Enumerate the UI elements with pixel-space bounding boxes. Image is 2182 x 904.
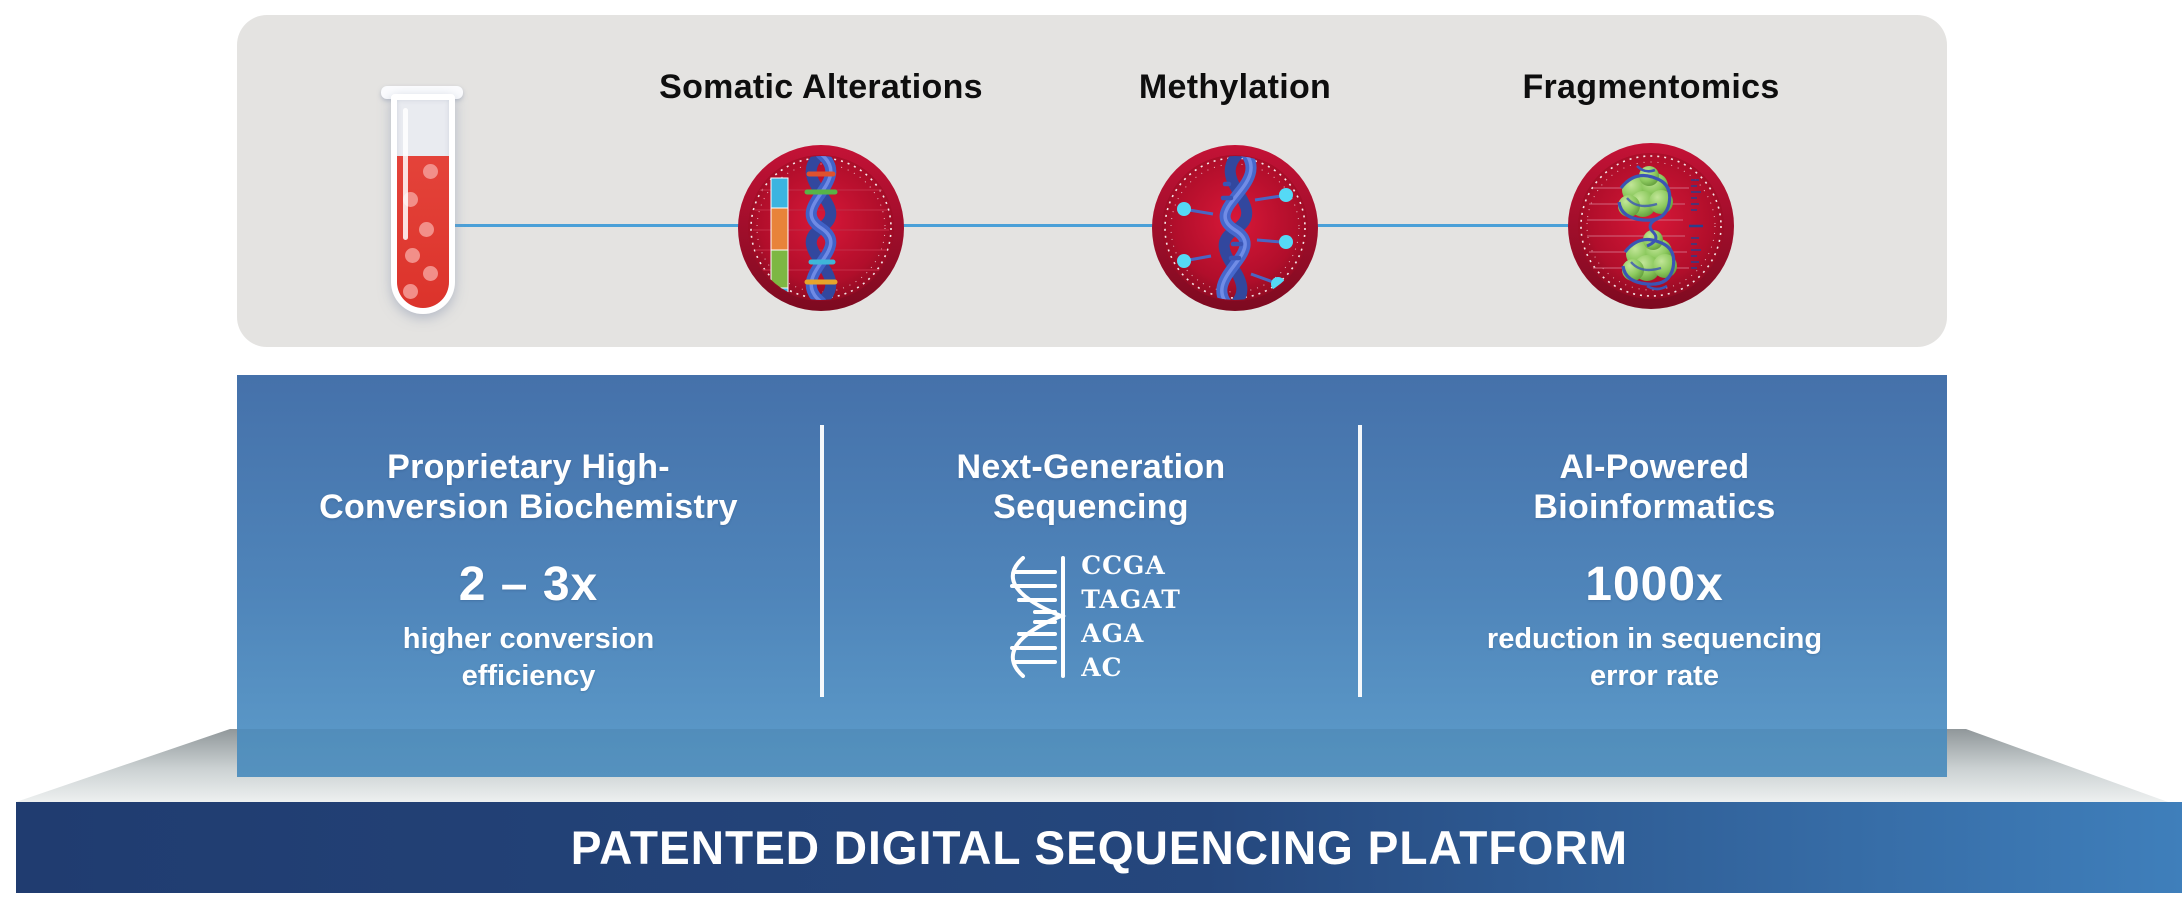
label-somatic-alterations: Somatic Alterations [659,68,983,106]
tube-body [391,94,455,314]
column-divider-1 [820,425,824,697]
sequence-read: AGA [1081,619,1145,648]
dna-helix [1216,156,1257,300]
pillar-sequencing: Next-Generation Sequencing CCGA [824,375,1358,777]
dna-sequence-icon [1010,556,1067,678]
sequence-read: AC [1081,653,1123,682]
pillar-heading: Next-Generation Sequencing [956,448,1226,526]
column-divider-2 [1358,425,1362,697]
somatic-alterations-icon [738,145,904,311]
sequence-read: TAGAT [1081,585,1181,614]
platform-banner-text: PATENTED DIGITAL SEQUENCING PLATFORM [570,821,1628,874]
pillar-bioinformatics: AI-Powered Bioinformatics 1000x reductio… [1362,375,1947,777]
methylation-icon [1152,145,1318,311]
nucleosome-lower [1621,230,1677,286]
tube-highlight [403,108,408,240]
pillar-biochemistry: Proprietary High- Conversion Biochemistr… [237,375,820,777]
blood-sample-tube-icon [378,86,468,318]
pillar-description: higher conversion efficiency [402,623,655,692]
dna-sequence-figure: CCGA TAGAT AGA AC [824,549,1358,685]
label-methylation: Methylation [1138,68,1332,106]
pillar-description: reduction in sequencing error rate [1486,623,1823,692]
nucleosome-upper [1617,166,1673,222]
methyl-groups [1177,188,1293,291]
pillar-stat: 1000x [1585,558,1724,611]
fragmentomics-icon [1568,143,1734,309]
pillar-heading: AI-Powered Bioinformatics [1533,448,1776,526]
sequence-reads: CCGA TAGAT AGA AC [1081,549,1181,685]
label-fragmentomics: Fragmentomics [1522,68,1780,106]
sequence-read: CCGA [1081,551,1166,580]
pillar-heading: Proprietary High- Conversion Biochemistr… [319,448,738,526]
platform-overlap-shade [237,729,1947,777]
workflow-connector-line [450,224,1568,227]
linker-dna [1646,216,1660,248]
dna-helix [804,156,838,300]
platform-banner: PATENTED DIGITAL SEQUENCING PLATFORM [16,802,2182,893]
pillar-stat: 2 – 3x [458,558,599,611]
fragment-ticks [1689,179,1703,269]
technology-pillars-panel [237,375,1947,777]
